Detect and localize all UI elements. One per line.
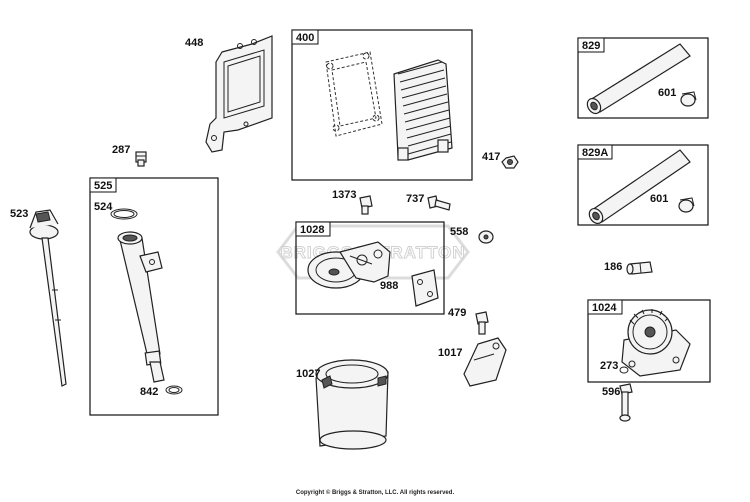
label-1027: 1027 <box>296 368 320 380</box>
box-829-label: 829 <box>582 40 600 52</box>
part-1373-bolt[interactable] <box>359 195 373 215</box>
box-400-label: 400 <box>296 32 314 44</box>
part-1017-bracket[interactable] <box>463 337 507 387</box>
label-479: 479 <box>448 307 466 319</box>
box-1028-label: 1028 <box>300 224 324 236</box>
oil-cooler-gasket[interactable] <box>325 51 383 137</box>
box-829-tag <box>577 37 605 53</box>
label-287: 287 <box>112 144 130 156</box>
box-1024 <box>587 299 711 383</box>
label-596: 596 <box>602 386 620 398</box>
label-524: 524 <box>94 201 113 213</box>
label-448: 448 <box>185 37 203 49</box>
oil-cooler[interactable] <box>393 59 453 161</box>
o-ring-273[interactable] <box>619 366 629 374</box>
box-829a-label: 829A <box>582 147 608 159</box>
box-1028-tag <box>295 221 331 237</box>
o-ring-842[interactable] <box>165 385 183 395</box>
oil-filter-adapter[interactable] <box>307 241 391 289</box>
box-829a <box>577 144 709 226</box>
oil-pump[interactable] <box>621 309 691 377</box>
box-1024-label: 1024 <box>592 302 617 314</box>
box-400-tag <box>291 29 319 45</box>
o-ring-524[interactable] <box>110 208 138 220</box>
part-1027-oil-filter[interactable] <box>315 359 389 450</box>
hose-829[interactable] <box>585 43 691 116</box>
part-479-bolt[interactable] <box>475 311 489 335</box>
part-186-fitting[interactable] <box>626 261 653 275</box>
hose-829a[interactable] <box>587 149 691 226</box>
dipstick-tube[interactable] <box>117 231 165 383</box>
label-988: 988 <box>380 280 398 292</box>
label-273: 273 <box>600 360 618 372</box>
box-525 <box>89 177 219 416</box>
label-1373: 1373 <box>332 189 356 201</box>
box-525-label: 525 <box>94 180 112 192</box>
label-842: 842 <box>140 386 158 398</box>
label-601-a: 601 <box>658 87 676 99</box>
part-417-nut[interactable] <box>501 155 519 169</box>
label-737: 737 <box>406 193 424 205</box>
box-400 <box>291 29 473 181</box>
part-558-washer[interactable] <box>478 230 494 244</box>
part-523-dipstick[interactable] <box>29 209 67 387</box>
clamp-601-a[interactable] <box>680 91 697 107</box>
box-829 <box>577 37 709 119</box>
label-558: 558 <box>450 226 468 238</box>
label-523: 523 <box>10 208 28 220</box>
label-417: 417 <box>482 151 500 163</box>
box-829a-tag <box>577 144 613 160</box>
part-737-bolt[interactable] <box>427 195 451 211</box>
copyright-notice: Copyright © Briggs & Stratton, LLC. All … <box>295 490 455 496</box>
clamp-601-b[interactable] <box>678 197 695 213</box>
label-186: 186 <box>604 261 622 273</box>
part-596-bolt[interactable] <box>619 383 633 422</box>
box-525-tag <box>89 177 117 193</box>
box-1028 <box>295 221 445 315</box>
label-601-b: 601 <box>650 193 668 205</box>
box-1024-tag <box>587 299 623 315</box>
label-1017: 1017 <box>438 347 462 359</box>
gasket-988[interactable] <box>411 269 439 307</box>
part-287-fitting[interactable] <box>135 151 147 167</box>
part-448-bracket[interactable] <box>205 35 273 153</box>
